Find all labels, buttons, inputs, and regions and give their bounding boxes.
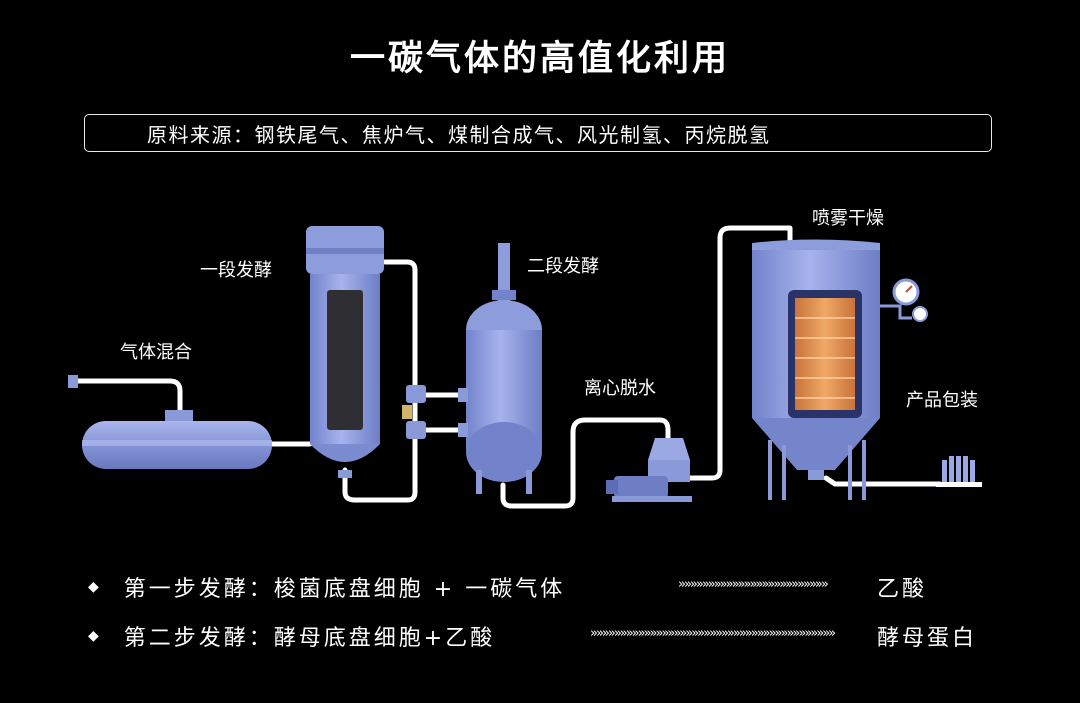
label-centrifuge: 离心脱水 <box>584 378 656 399</box>
label-spray-dry: 喷雾干燥 <box>812 208 884 229</box>
stage2-fermenter <box>458 243 542 494</box>
bullet-icon: ◆ <box>88 628 102 644</box>
step-result: 酵母蛋白 <box>877 626 978 651</box>
label-packaging: 产品包装 <box>906 390 978 411</box>
step-text: 第一步发酵：梭菌底盘细胞 + 一碳气体 <box>123 577 566 602</box>
step-result: 乙酸 <box>877 577 928 602</box>
packaging-coil <box>936 456 982 487</box>
source-box: 原料来源：钢铁尾气、焦炉气、煤制合成气、风光制氢、丙烷脱氢 <box>84 114 992 152</box>
source-text: 原料来源：钢铁尾气、焦炉气、煤制合成气、风光制氢、丙烷脱氢 <box>147 122 771 147</box>
pipes <box>73 225 943 509</box>
inlet-pipe <box>73 378 183 415</box>
page-title: 一碳气体的高值化利用 <box>349 39 730 79</box>
pipe-stage1-loop <box>342 259 418 503</box>
arrow-chain-icon: »»»»»»»»»»»»»»»»»»»»»»»»» <box>678 577 829 592</box>
bullet-icon: ◆ <box>88 579 102 595</box>
valves <box>402 385 426 439</box>
step-2: ◆ 第二步发酵：酵母底盘细胞+乙酸 <box>88 620 495 652</box>
pressure-gauge-icon <box>880 278 928 322</box>
spray-dryer <box>752 239 928 500</box>
label-gas-mixing: 气体混合 <box>120 342 192 363</box>
centrifuge <box>606 438 692 502</box>
pipe-stage2-to-centrifuge <box>500 417 671 509</box>
step-text: 第二步发酵：酵母底盘细胞+乙酸 <box>123 626 496 651</box>
label-stage1: 一段发酵 <box>200 260 272 281</box>
stage1-fermenter <box>306 226 384 478</box>
pipe-centrifuge-to-dryer <box>687 225 793 481</box>
arrow-chain-icon: »»»»»»»»»»»»»»»»»»»»»»»»»»»»»»»»»»»»»»»»… <box>590 626 836 641</box>
label-stage2: 二段发酵 <box>527 256 599 277</box>
gas-mixing-tank <box>68 375 272 469</box>
pipe-dryer-to-package <box>823 475 943 487</box>
step-1: ◆ 第一步发酵：梭菌底盘细胞 + 一碳气体 <box>88 571 565 603</box>
